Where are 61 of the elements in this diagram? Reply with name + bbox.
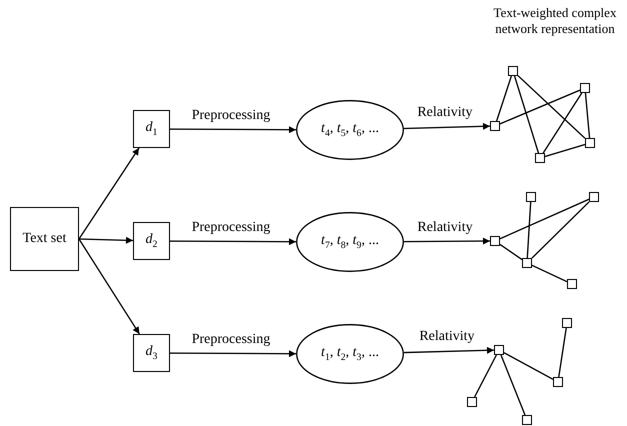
arrow xyxy=(78,148,140,240)
term-ellipse xyxy=(296,212,404,272)
process-box xyxy=(10,207,79,271)
network-node-box xyxy=(467,397,477,407)
connector-line xyxy=(532,201,590,259)
connector-line xyxy=(496,76,512,122)
network-node-box xyxy=(522,258,532,268)
arrow xyxy=(170,126,296,134)
process-box xyxy=(133,334,170,372)
connector-line xyxy=(500,354,526,416)
connector-line xyxy=(558,328,567,378)
arrow xyxy=(78,236,134,244)
connector-line xyxy=(500,244,522,260)
connector-line xyxy=(504,352,554,380)
network-node-box xyxy=(535,153,545,163)
caption-text: Text-weighted complex network representation xyxy=(492,5,618,38)
connector-line xyxy=(526,202,532,258)
connector-line xyxy=(532,264,568,282)
network-node-box xyxy=(562,318,572,328)
arrow xyxy=(404,122,490,130)
network-node-box xyxy=(580,83,590,93)
network-node-box xyxy=(526,192,536,202)
network-node-box xyxy=(522,415,532,425)
process-box xyxy=(133,110,170,148)
network-node-box xyxy=(494,345,504,355)
connector-line xyxy=(584,92,590,138)
arrow xyxy=(404,346,494,354)
node-label: d$_{3}$ xyxy=(146,344,158,362)
edge-label: Relativity xyxy=(417,220,473,236)
term-list: t$_{7}$, t$_{8}$, t$_{9}$, ... xyxy=(321,233,379,251)
connector-line xyxy=(544,144,586,158)
connector-line xyxy=(474,354,497,398)
arrow xyxy=(78,238,140,334)
connector-line xyxy=(500,198,590,240)
network-node-box xyxy=(585,138,595,148)
network-node-box xyxy=(490,121,500,131)
term-ellipse xyxy=(296,100,404,160)
network-node-box xyxy=(553,377,563,387)
node-label: d$_{1}$ xyxy=(146,120,158,138)
node-label: Text set xyxy=(22,231,66,247)
term-list: t$_{4}$, t$_{5}$, t$_{6}$, ... xyxy=(321,121,379,139)
edge-label: Relativity xyxy=(417,105,473,121)
network-node-box xyxy=(589,192,599,202)
connector-line xyxy=(514,76,540,154)
term-ellipse xyxy=(296,324,404,384)
node-label: d$_{2}$ xyxy=(146,232,158,250)
network-node-box xyxy=(567,279,577,289)
connector-line xyxy=(518,75,586,139)
edge-label: Relativity xyxy=(419,329,475,345)
edge-label: Preprocessing xyxy=(192,108,270,124)
term-list: t$_{1}$, t$_{2}$, t$_{3}$, ... xyxy=(321,345,379,363)
edge-label: Preprocessing xyxy=(192,332,270,348)
arrow xyxy=(170,350,296,358)
arrow xyxy=(404,238,490,245)
network-node-box xyxy=(508,66,518,76)
process-box xyxy=(133,222,170,260)
network-node-box xyxy=(490,236,500,246)
connector-line xyxy=(500,90,580,124)
arrow xyxy=(170,238,296,246)
edge-label: Preprocessing xyxy=(192,220,270,236)
connector-line xyxy=(542,92,582,154)
